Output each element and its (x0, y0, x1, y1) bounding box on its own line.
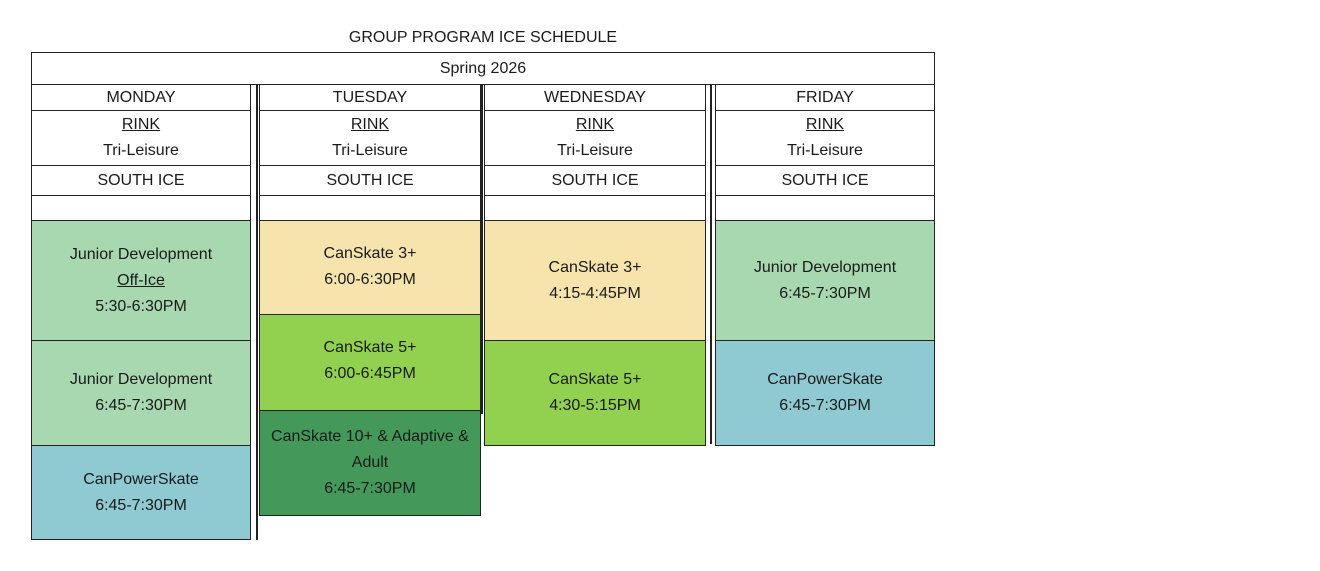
program-name: Junior Development (753, 258, 897, 276)
program-time: 5:30-6:30PM (95, 297, 187, 315)
program-time: 6:00-6:45PM (324, 365, 416, 382)
rink-label: RINK (575, 116, 615, 133)
ice-cell: SOUTH ICE (31, 165, 251, 196)
rink-name: Tri-Leisure (332, 142, 408, 159)
blank-cell (259, 195, 481, 221)
ice-cell: SOUTH ICE (259, 165, 481, 196)
program-time: 6:45-7:30PM (779, 397, 871, 414)
program-block: CanSkate 3+ 4:15-4:45PM (484, 220, 706, 341)
program-name: Junior Development (69, 371, 213, 388)
season-header: Spring 2026 (31, 52, 935, 85)
program-name: CanSkate 5+ (548, 371, 642, 388)
rink-name: Tri-Leisure (103, 142, 179, 159)
program-name: CanPowerSkate (83, 470, 199, 488)
program-block: CanSkate 3+ 6:00-6:30PM (259, 220, 481, 315)
rink-label: RINK (805, 116, 845, 133)
schedule-title: GROUP PROGRAM ICE SCHEDULE (348, 29, 618, 46)
day-header-wednesday: WEDNESDAY (484, 84, 706, 111)
program-time: 6:00-6:30PM (324, 271, 416, 288)
rink-cell: RINK Tri-Leisure (715, 110, 935, 166)
rink-label: RINK (350, 116, 390, 133)
program-block: Junior Development 6:45-7:30PM (715, 220, 935, 341)
program-block: Junior Development 6:45-7:30PM (31, 340, 251, 446)
blank-cell (31, 195, 251, 221)
rink-cell: RINK Tri-Leisure (259, 110, 481, 166)
ice-cell: SOUTH ICE (484, 165, 706, 196)
program-name: CanPowerSkate (767, 371, 883, 388)
program-block: CanPowerSkate 6:45-7:30PM (715, 340, 935, 446)
blank-cell (715, 195, 935, 221)
rink-cell: RINK Tri-Leisure (31, 110, 251, 166)
program-name: CanSkate 3+ (548, 258, 642, 276)
program-name: CanSkate 3+ (323, 245, 417, 262)
program-name: CanSkate 5+ (323, 339, 417, 356)
program-block: CanSkate 5+ 6:00-6:45PM (259, 314, 481, 411)
day-header-friday: FRIDAY (715, 84, 935, 111)
program-time: 6:45-7:30PM (95, 397, 187, 414)
program-block: CanSkate 10+ & Adaptive & Adult 6:45-7:30… (259, 410, 481, 516)
program-time: 6:45-7:30PM (779, 284, 871, 302)
program-time: 4:30-5:15PM (549, 397, 641, 414)
rink-name: Tri-Leisure (557, 142, 633, 159)
blank-cell (484, 195, 706, 221)
column-divider (710, 84, 712, 444)
program-name: Junior Development (69, 245, 213, 263)
program-time: 4:15-4:45PM (549, 284, 641, 302)
day-header-tuesday: TUESDAY (259, 84, 481, 111)
column-divider (481, 84, 483, 414)
column-divider (256, 84, 258, 540)
program-time: 6:45-7:30PM (95, 496, 187, 514)
program-block: CanSkate 5+ 4:30-5:15PM (484, 340, 706, 446)
rink-name: Tri-Leisure (787, 142, 863, 159)
program-block: CanPowerSkate 6:45-7:30PM (31, 445, 251, 540)
day-header-monday: MONDAY (31, 84, 251, 111)
rink-label: RINK (121, 116, 161, 133)
program-note: Off-Ice (117, 271, 165, 289)
ice-cell: SOUTH ICE (715, 165, 935, 196)
program-name: CanSkate 10+ & Adaptive & Adult (271, 428, 469, 471)
rink-cell: RINK Tri-Leisure (484, 110, 706, 166)
program-time: 6:45-7:30PM (324, 480, 416, 497)
